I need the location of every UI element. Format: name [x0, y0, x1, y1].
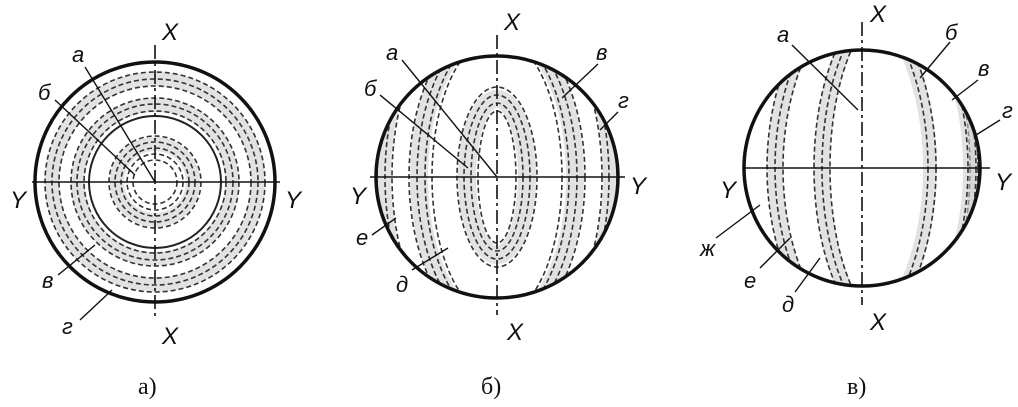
- axis-x-label-b-bottom: X: [506, 319, 524, 346]
- leader-a-g: [79, 289, 113, 321]
- label-b-v: в: [596, 40, 607, 65]
- leader-c-a: [791, 44, 859, 111]
- axis-x-label-c-top: X: [869, 1, 887, 28]
- leader-a-v: [57, 244, 96, 276]
- axis-x-label-c-bottom: X: [869, 309, 887, 336]
- label-b-d: д: [396, 272, 408, 297]
- label-a-g: г: [62, 314, 73, 339]
- label-b-b: б: [364, 76, 378, 101]
- leader-c-zh: [715, 204, 761, 239]
- axis-y-label-a-right: Y: [285, 187, 303, 214]
- axis-x-label-a-top: X: [161, 19, 179, 46]
- fringe-bands-c: [744, 50, 980, 286]
- label-c-v: в: [978, 56, 989, 81]
- label-b-a: а: [386, 40, 398, 65]
- label-a-a: а: [72, 42, 84, 67]
- label-b-e: е: [356, 225, 368, 250]
- figure-b: X X Y Y а б в г д е б): [350, 9, 648, 400]
- label-b-g: г: [618, 88, 629, 113]
- leader-b-d: [411, 247, 449, 271]
- leader-c-d: [794, 257, 821, 293]
- leader-b-e: [371, 217, 397, 236]
- leader-a-b: [54, 99, 136, 176]
- figure-a: X X Y Y а б в г а): [10, 19, 303, 400]
- leader-a-a: [84, 66, 156, 183]
- leader-c-g: [975, 119, 1001, 136]
- label-a-v: в: [42, 268, 53, 293]
- axis-y-label-b-left: Y: [350, 183, 368, 210]
- axis-y-label-c-right: Y: [995, 169, 1013, 196]
- label-c-zh: ж: [699, 236, 716, 261]
- label-c-a: а: [777, 22, 789, 47]
- leader-b-v: [561, 63, 599, 99]
- label-a-b: б: [38, 80, 52, 105]
- leader-b-g: [599, 111, 619, 131]
- axis-y-label-c-left: Y: [720, 177, 738, 204]
- caption-a: а): [138, 374, 157, 400]
- axis-y-label-b-right: Y: [630, 173, 648, 200]
- label-c-d: д: [782, 292, 794, 317]
- caption-c: в): [847, 374, 866, 400]
- axis-y-label-a-left: Y: [10, 187, 28, 214]
- leader-b-a: [401, 59, 498, 178]
- figure-c: X X Y Y а б в г д е ж в): [699, 1, 1013, 400]
- axis-x-label-b-top: X: [503, 9, 521, 36]
- leader-c-e: [759, 237, 791, 269]
- caption-b: б): [481, 374, 501, 400]
- leader-b-b: [379, 94, 469, 169]
- label-c-b: б: [945, 20, 959, 45]
- leader-c-v: [951, 79, 979, 101]
- axis-x-label-a-bottom: X: [161, 323, 179, 350]
- label-c-g: г: [1002, 98, 1013, 123]
- leader-c-b: [919, 41, 951, 79]
- label-c-e: е: [744, 268, 756, 293]
